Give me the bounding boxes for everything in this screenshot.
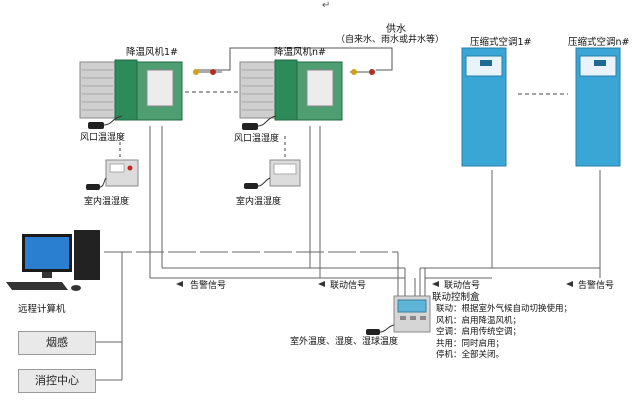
ac-unit-n	[575, 47, 621, 167]
outlet-sensor-n-label: 风口温湿度	[234, 134, 280, 144]
indoor-panel-1	[86, 136, 139, 190]
water-supply-title: 供水	[386, 24, 406, 35]
outlet-sensor-1	[88, 115, 123, 129]
link-signal-right: 联动信号	[444, 281, 481, 291]
remote-computer	[6, 230, 100, 291]
ac-1-label: 压缩式空调1#	[470, 37, 532, 48]
cooler-1-label: 降温风机1#	[126, 47, 179, 58]
ac-unit-1	[461, 47, 507, 167]
controller-title: 联动控制盒	[432, 292, 480, 303]
alarm-signal-right: 告警信号	[578, 281, 615, 291]
control-box	[366, 295, 431, 335]
ac-n-label: 压缩式空调n#	[568, 37, 630, 48]
outdoor-sensor-label: 室外温度、湿度、湿球温度	[290, 337, 399, 347]
water-sources: （自来水、雨水或井水等）	[336, 35, 445, 45]
signal-wiring	[96, 126, 601, 381]
alarm-signal-left: 告警信号	[190, 281, 227, 291]
mode-ac: 空调：启用传统空调；	[436, 327, 522, 337]
fire-control-center-box: 消控中心	[18, 369, 96, 393]
outlet-sensor-n	[242, 115, 277, 130]
indoor-sensor-1-label: 室内温湿度	[84, 197, 130, 207]
computer-label: 远程计算机	[18, 304, 66, 315]
evaporative-cooler-n	[239, 59, 343, 121]
signal-arrows	[176, 281, 573, 287]
return-mark: ↵	[322, 0, 331, 11]
mode-stop: 停机：全部关闭。	[436, 350, 505, 360]
mode-fan: 风机：启用降温风机；	[436, 315, 522, 326]
controller-modes: 联动：根据室外气候自动切换使用； 风机：启用降温风机； 空调：启用传统空调； 共…	[436, 304, 572, 362]
indoor-panel-n	[244, 136, 301, 189]
evaporative-cooler-1	[79, 59, 183, 121]
mode-shared: 共用：同时启用；	[436, 338, 505, 349]
valves	[193, 69, 375, 75]
link-signal-left: 联动信号	[330, 281, 367, 291]
mode-linkage: 联动：根据室外气候自动切换使用；	[436, 304, 573, 314]
cooler-n-label: 降温风机n#	[274, 47, 326, 58]
smoke-detector-box: 烟感	[18, 331, 96, 355]
outlet-sensor-1-label: 风口温湿度	[80, 133, 126, 143]
indoor-sensor-n-label: 室内温湿度	[236, 197, 282, 207]
